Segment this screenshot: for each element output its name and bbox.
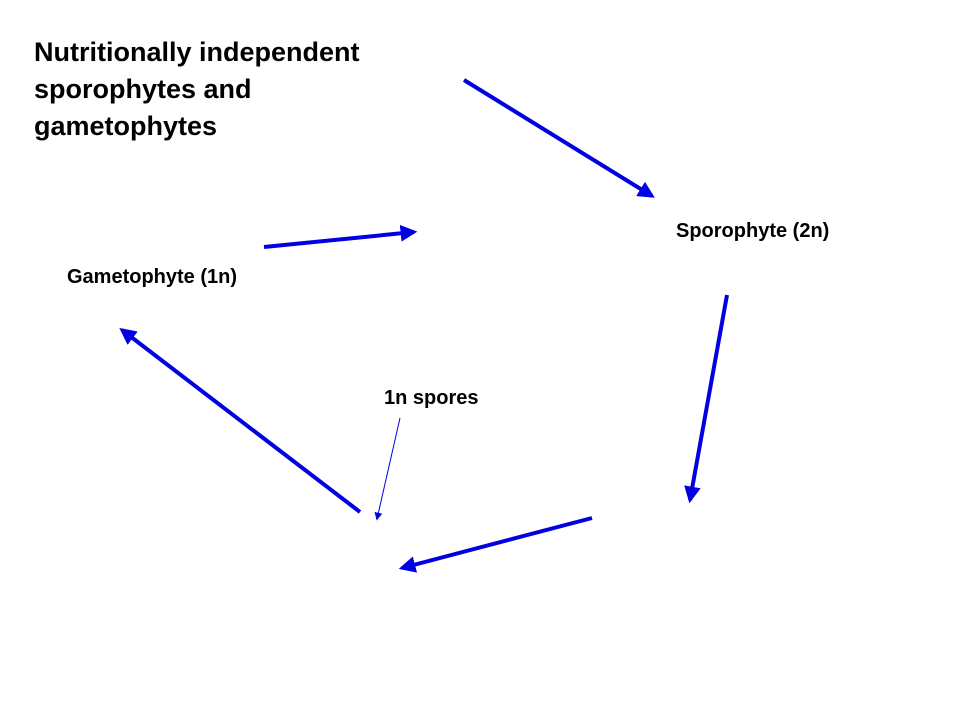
arrow-to-spores (398, 516, 593, 573)
title-line-1: Nutritionally independent (34, 37, 360, 67)
sporophyte-label: Sporophyte (2n) (676, 220, 830, 242)
arrow-gametophyte-right (263, 224, 418, 249)
title-line-2: sporophytes and (34, 74, 252, 104)
arrow-sporophyte-down (684, 294, 729, 504)
spores-label: 1n spores (384, 387, 479, 409)
gametophyte-label: Gametophyte (1n) (67, 266, 238, 288)
spores-pointer-arrow (374, 417, 401, 521)
arrow-spores-to-gametophyte (119, 327, 362, 514)
title-line-3: gametophytes (34, 111, 218, 141)
diagram-title: Nutritionally independent sporophytes an… (34, 34, 454, 145)
arrow-title-to-sporophyte (462, 78, 655, 198)
